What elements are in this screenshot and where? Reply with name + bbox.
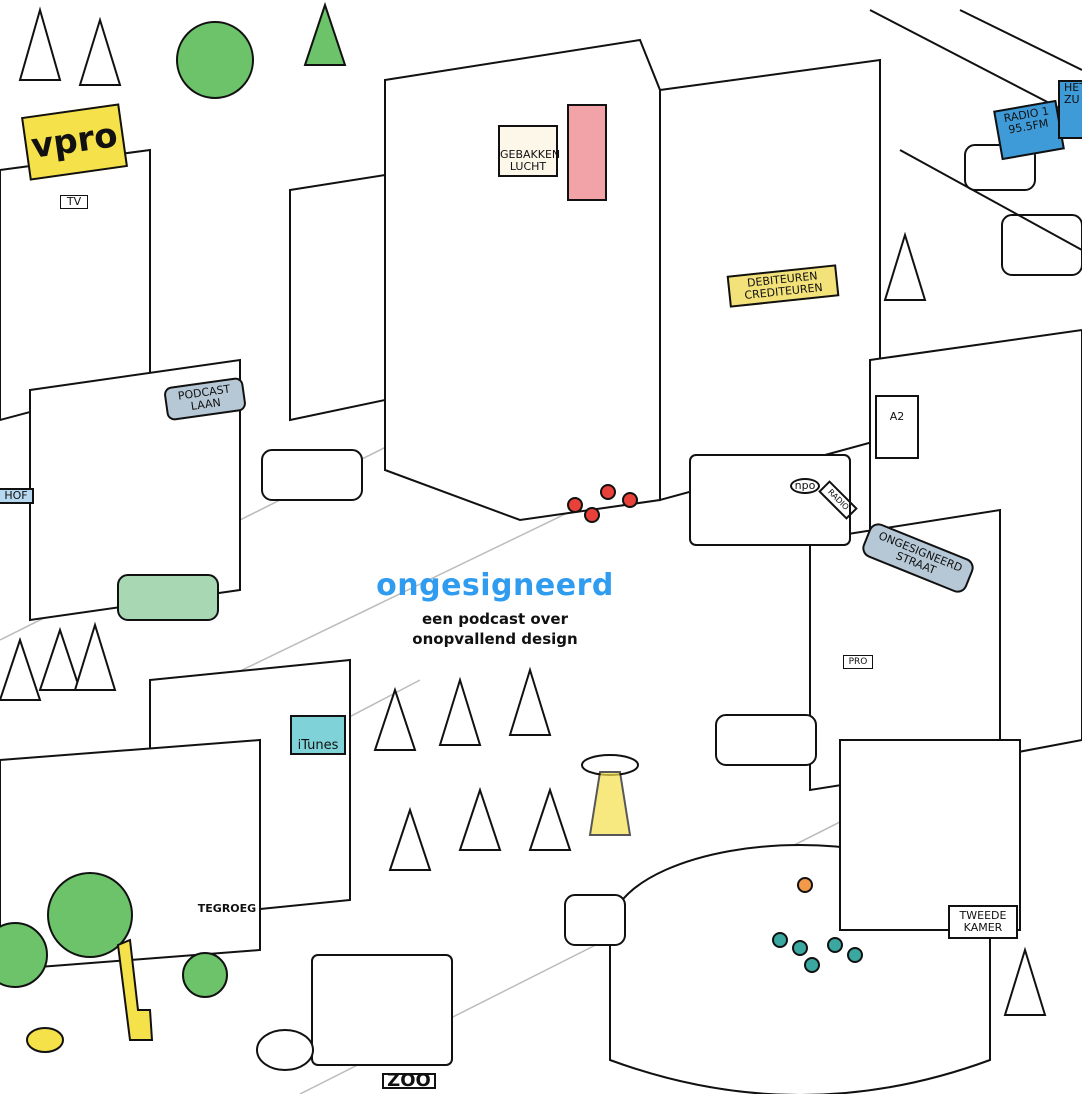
tv-sign: TV [60, 195, 88, 209]
tree [883, 231, 927, 301]
truck [311, 954, 453, 1066]
tree [73, 621, 117, 691]
tree [38, 626, 82, 691]
tree [388, 806, 432, 871]
tree [438, 676, 482, 746]
podcast-title: ongesigneerd [376, 568, 614, 603]
car [715, 714, 817, 766]
lion [26, 1027, 64, 1053]
tree [18, 6, 62, 81]
gebakken-lucht-sign: GEBAKKEN LUCHT [498, 125, 560, 177]
car [261, 449, 363, 501]
illustration-detail [609, 930, 991, 1094]
building-center [384, 38, 661, 522]
building-mid-left [289, 173, 386, 422]
illustration-detail [839, 739, 1021, 931]
tree [47, 872, 133, 958]
tree [0, 922, 48, 988]
tree [373, 686, 417, 751]
building-left-lower [29, 358, 241, 622]
truck [689, 454, 851, 546]
car [1001, 214, 1082, 276]
illustration-detail [792, 940, 808, 956]
a2-sign: A2 [875, 395, 919, 459]
tree [1003, 946, 1047, 1016]
npo-badge: npo [790, 478, 820, 494]
illustration-detail [600, 484, 616, 500]
illustration-detail [567, 484, 638, 523]
hof-sign: HOF [0, 488, 34, 504]
tweede-kamer-sign: TWEEDE KAMER [948, 905, 1018, 939]
illustration-detail [567, 497, 583, 513]
car-green [117, 574, 219, 621]
illustration-detail [827, 937, 843, 953]
podcast-subtitle: een podcast over onopvallend design [370, 609, 620, 649]
illustration-detail [584, 507, 600, 523]
tree [0, 636, 42, 701]
vpro-sign: vpro [21, 103, 128, 181]
illustration-detail [622, 492, 638, 508]
zoo-sign: ZOO [382, 1072, 436, 1090]
tree [303, 1, 347, 66]
illustration-detail [847, 947, 863, 963]
car [564, 894, 626, 946]
illustration-detail [567, 104, 607, 201]
highway-sign: HET ZU [1058, 80, 1082, 139]
tree [182, 952, 228, 998]
pro-sign: PRO [843, 655, 873, 669]
itunes-sign: iTunes [290, 715, 346, 755]
tegroeg-sign: TEGROEG [197, 902, 257, 915]
illustration-detail [772, 932, 788, 948]
tree [78, 16, 122, 86]
tree [528, 786, 572, 851]
illustration-detail [797, 877, 813, 893]
illustration-detail [804, 957, 820, 973]
illustration-detail [772, 932, 863, 973]
elephant [256, 1029, 314, 1071]
illustration-detail [0, 1, 1047, 1071]
tree [458, 786, 502, 851]
subtitle-line-2: onopvallend design [412, 630, 578, 648]
giraffe [116, 938, 154, 1041]
subtitle-line-1: een podcast over [421, 610, 568, 628]
illustration-detail [588, 771, 632, 836]
tree [508, 666, 552, 736]
tree [176, 21, 254, 99]
